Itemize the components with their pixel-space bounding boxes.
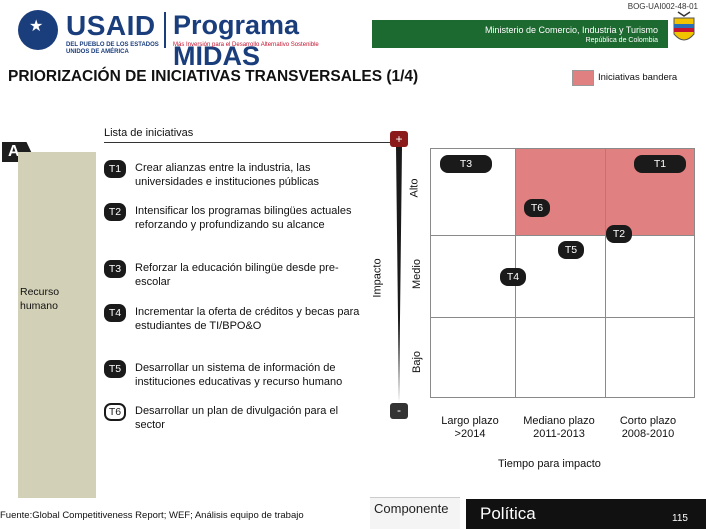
x-level-long-term: Largo plazo >2014 xyxy=(428,415,512,441)
impact-low-marker: - xyxy=(390,403,408,419)
matrix-cell-flagship xyxy=(515,148,606,236)
page-title: PRIORIZACIÓN DE INICIATIVAS TRANSVERSALE… xyxy=(8,68,419,85)
matrix-cell xyxy=(605,235,695,318)
initiative-text: Intensificar los programas bilingües act… xyxy=(135,205,352,231)
matrix-marker-t2: T2 xyxy=(606,225,632,243)
x-level-name: Corto plazo xyxy=(619,415,677,427)
header-logos: ★ USAID DEL PUEBLO DE LOS ESTADOS UNIDOS… xyxy=(18,10,358,71)
x-level-name: Mediano plazo xyxy=(523,415,595,427)
matrix-marker-t1: T1 xyxy=(634,155,686,173)
impact-high-marker: + xyxy=(390,131,408,147)
x-axis-title: Tiempo para impacto xyxy=(498,458,601,470)
matrix-cell xyxy=(515,317,606,398)
initiative-text: Crear alianzas entre la industria, las u… xyxy=(135,162,320,188)
document-code: BOG-UAI002-48-01 xyxy=(627,2,698,11)
component-label: Componente xyxy=(370,497,460,529)
logo-divider xyxy=(164,12,166,48)
y-level-medium: Medio xyxy=(410,259,423,289)
republic-name: República de Colombia xyxy=(585,37,658,44)
matrix-marker-t5: T5 xyxy=(558,241,584,259)
component-value-text: Política xyxy=(480,504,536,523)
ministry-name: Ministerio de Comercio, Industria y Turi… xyxy=(484,25,658,35)
initiative-text: Reforzar la educación bilingüe desde pre… xyxy=(135,262,339,288)
matrix-cell xyxy=(605,317,695,398)
impact-axis-label: Impacto xyxy=(371,258,384,298)
matrix-marker-t6: T6 xyxy=(524,199,550,217)
impact-arrow xyxy=(396,147,402,403)
matrix-cell xyxy=(430,317,516,398)
legend-swatch xyxy=(572,70,594,86)
matrix-marker-t4: T4 xyxy=(500,268,526,286)
initiative-code-badge: T4 xyxy=(104,304,126,322)
source-note: Fuente:Global Competitiveness Report; WE… xyxy=(0,510,304,521)
component-value: Política xyxy=(466,499,706,529)
legend-label: Iniciativas bandera xyxy=(598,72,678,83)
matrix-marker-t3: T3 xyxy=(440,155,492,173)
category-sidebar: Recurso humano xyxy=(18,152,96,498)
colombia-crest-icon xyxy=(673,11,695,41)
page-number: 115 xyxy=(672,513,688,524)
initiative-text: Desarrollar un plan de divulgación para … xyxy=(135,405,339,431)
initiative-code-badge: T6 xyxy=(104,403,126,421)
ministry-banner: Ministerio de Comercio, Industria y Turi… xyxy=(372,20,668,48)
category-label: Recurso humano xyxy=(20,286,60,312)
y-level-high: Alto xyxy=(408,178,421,198)
initiative-code-badge: T2 xyxy=(104,203,126,221)
usaid-logo-text: USAID xyxy=(66,10,156,41)
usaid-seal-icon: ★ xyxy=(18,10,58,50)
initiative-text: Incrementar la oferta de créditos y beca… xyxy=(135,306,360,332)
x-level-name: Largo plazo xyxy=(441,415,499,427)
x-level-medium-term: Mediano plazo 2011-2013 xyxy=(512,415,606,441)
initiative-code-badge: T3 xyxy=(104,260,126,278)
list-divider xyxy=(104,142,392,143)
initiative-code-badge: T5 xyxy=(104,360,126,378)
priority-matrix xyxy=(430,148,695,398)
program-logo-text: Programa MIDAS xyxy=(173,10,300,71)
x-level-range: 2008-2010 xyxy=(621,428,675,440)
list-title: Lista de iniciativas xyxy=(104,127,194,139)
usaid-subtitle: DEL PUEBLO DE LOS ESTADOS UNIDOS DE AMÉR… xyxy=(66,42,159,55)
x-level-range: >2014 xyxy=(454,428,486,440)
initiative-code-badge: T1 xyxy=(104,160,126,178)
x-level-range: 2011-2013 xyxy=(533,428,585,440)
x-level-short-term: Corto plazo 2008-2010 xyxy=(606,415,690,441)
initiative-text: Desarrollar un sistema de información de… xyxy=(135,362,343,388)
program-subtitle: Más Inversión para el Desarrollo Alterna… xyxy=(173,42,319,48)
y-level-low: Bajo xyxy=(411,350,424,374)
